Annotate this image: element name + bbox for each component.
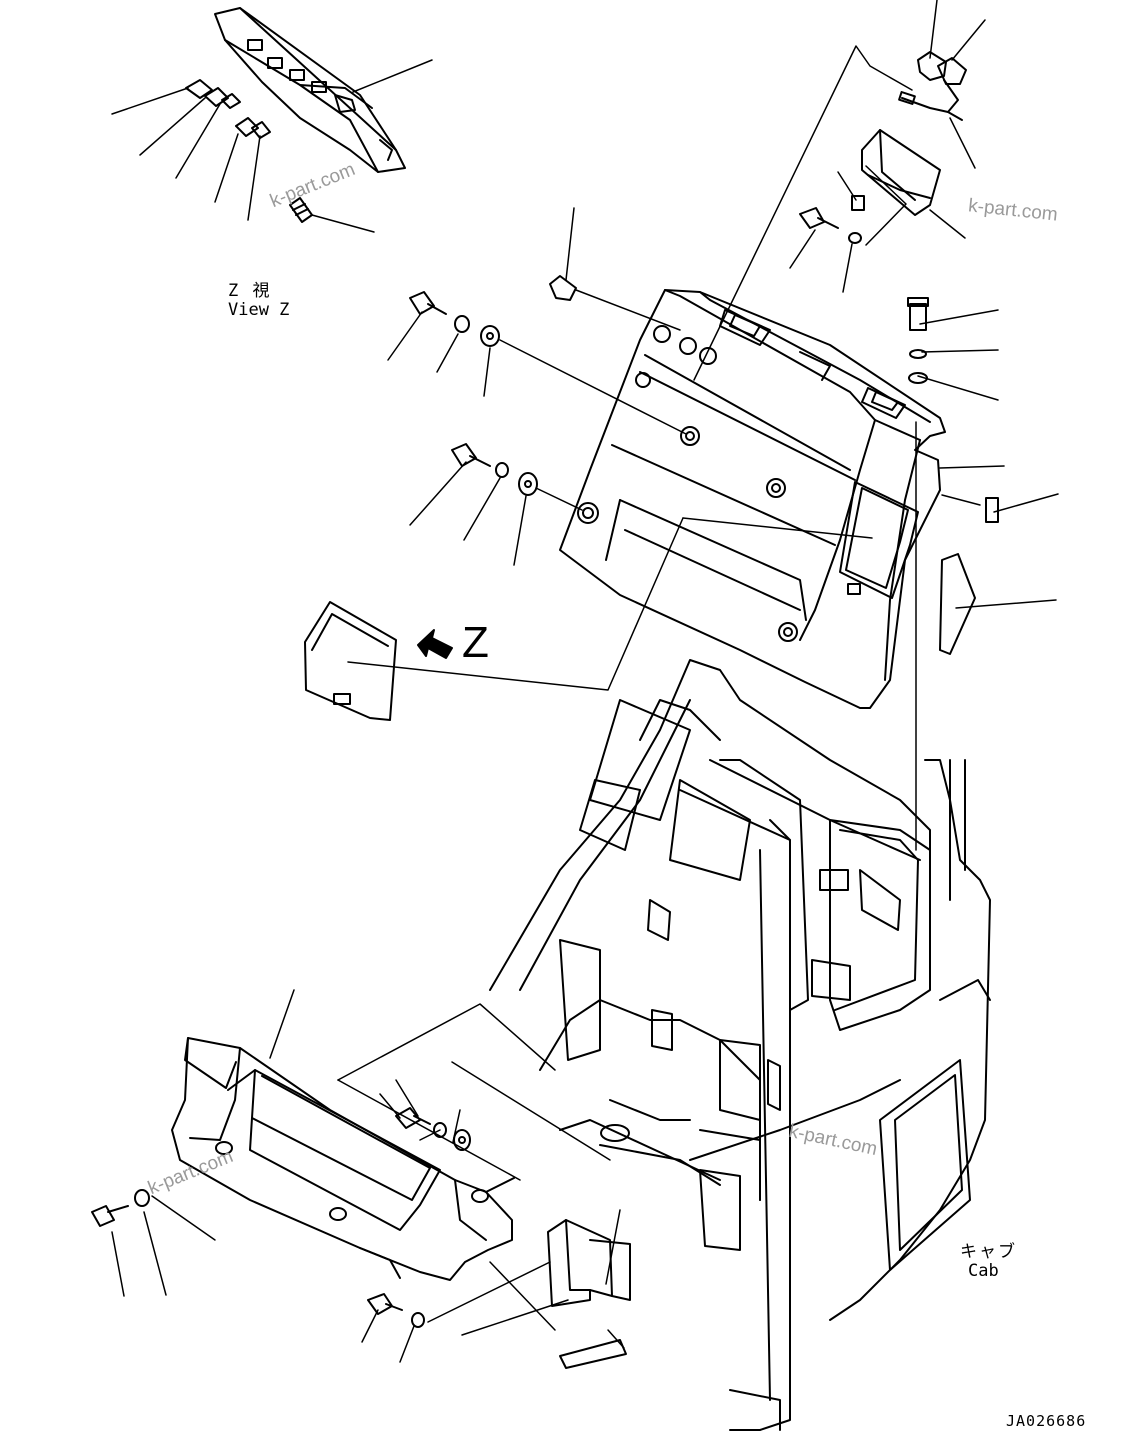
bolt-stack-lower (451, 443, 538, 496)
view-z-label-en: View Z (228, 300, 290, 320)
bolt-washers-right (907, 297, 999, 655)
cab-label-en: Cab (968, 1261, 999, 1281)
z-marker-label: Z (462, 618, 489, 667)
figure-number: JA026686 (1006, 1412, 1087, 1430)
harness-leaders (693, 0, 986, 381)
lower-cover (171, 1037, 515, 1281)
lower-bolts (91, 1107, 471, 1328)
lower-bolt-leaders (361, 1079, 621, 1363)
cover-z (304, 601, 397, 721)
view-z-controller (214, 7, 406, 173)
view-z-connectors (185, 79, 313, 223)
main-rear-panel (559, 289, 946, 709)
cover-bracket (851, 129, 941, 216)
cab-label-jp: キャブ (960, 1242, 1017, 1262)
panel-leaders (347, 309, 1059, 851)
cab-frame (489, 659, 991, 1431)
lower-bracket (547, 1219, 631, 1369)
view-z-label-jp: Z 視 (228, 281, 272, 301)
lower-cover-leaders (111, 989, 625, 1349)
view-z-leaders (111, 59, 433, 233)
bolt-leaders (387, 207, 687, 566)
view-arrow-icon (417, 629, 453, 659)
bolt-stack-upper (409, 275, 577, 347)
harness-switch (898, 51, 967, 121)
bolts-top-right (799, 207, 862, 244)
